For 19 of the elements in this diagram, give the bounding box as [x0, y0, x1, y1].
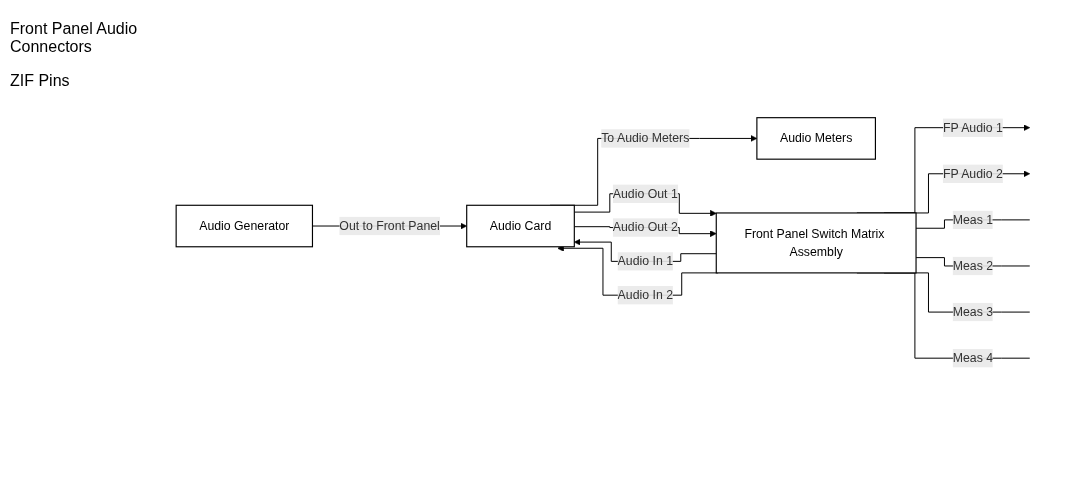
- note-label: Front Panel Audio Connectors: [10, 20, 139, 56]
- node-box: Audio Generator: [175, 204, 314, 248]
- edge-label: Meas 3: [952, 305, 994, 319]
- edge-label: Audio Out 1: [612, 186, 678, 200]
- edge-label: Meas 1: [952, 213, 994, 227]
- edge-label: Meas 2: [952, 259, 994, 273]
- edge-label: Audio In 2: [617, 288, 673, 302]
- node-box: Front Panel Switch Matrix Assembly: [715, 212, 917, 274]
- edge-label: Audio In 1: [617, 254, 673, 268]
- note-label: ZIF Pins: [10, 72, 71, 90]
- node-box: Audio Meters: [756, 117, 876, 160]
- edge-label: FP Audio 1: [942, 120, 1003, 134]
- edge-label: Audio Out 2: [612, 220, 678, 234]
- edge-label: To Audio Meters: [601, 131, 690, 145]
- edge-label: FP Audio 2: [942, 166, 1003, 180]
- edge-label: Out to Front Panel: [339, 219, 440, 233]
- node-box: Audio Card: [466, 204, 575, 248]
- arrow: [557, 244, 719, 296]
- edge-label: Meas 4: [952, 351, 994, 365]
